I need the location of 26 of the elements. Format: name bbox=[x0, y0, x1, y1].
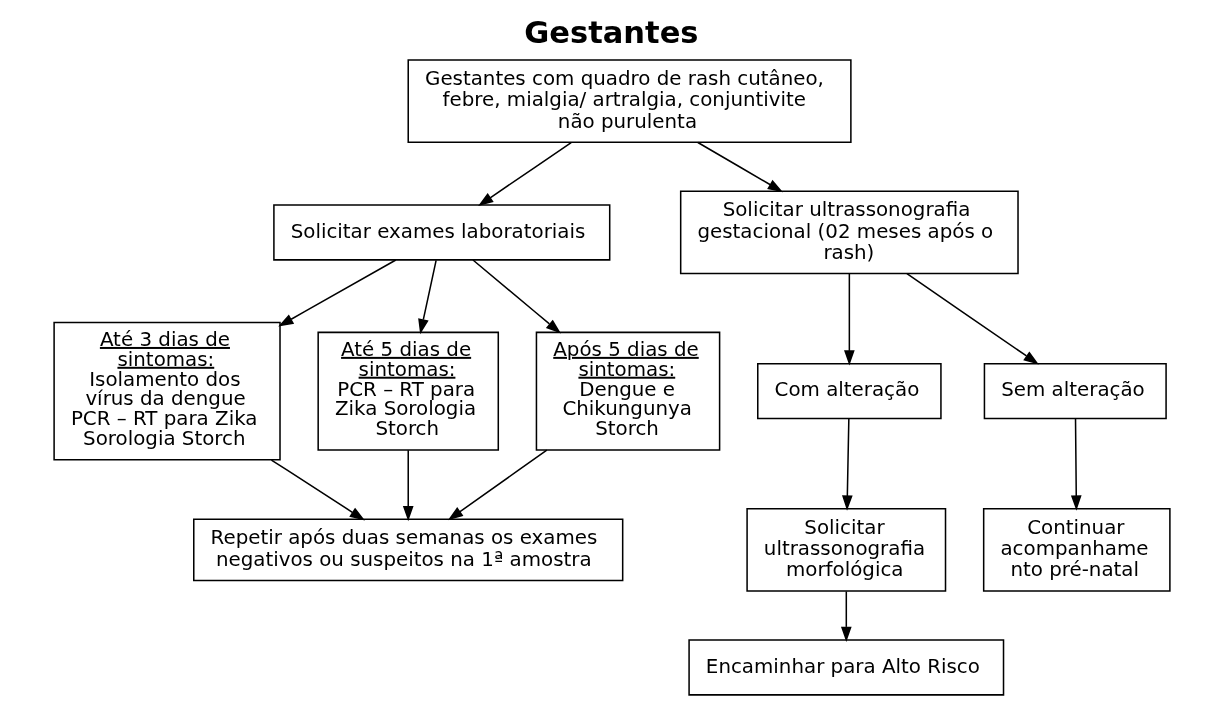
node-box: Até 3 dias de sintomas: Isolamento dos vírus da dengue PCR – RT para Zika Sorologia Storch bbox=[52, 321, 281, 461]
node-box: Sem alteração bbox=[983, 362, 1167, 420]
node-box: Encaminhar para Alto Risco bbox=[687, 639, 1004, 696]
arrow bbox=[471, 259, 561, 334]
arrow bbox=[1070, 418, 1082, 511]
node-box: Gestantes com quadro de rash cutâneo, febre, mialgia/ artralgia, conjuntivite não purulenta bbox=[406, 59, 852, 144]
node-box: Até 5 dias de sintomas: PCR – RT para Zika Sorologia Storch bbox=[316, 331, 499, 451]
arrow bbox=[270, 459, 365, 521]
node-box: Após 5 dias de sintomas: Dengue e Chikungunya Storch bbox=[535, 331, 720, 451]
arrow bbox=[905, 272, 1039, 365]
arrow bbox=[696, 141, 783, 193]
arrow bbox=[477, 141, 572, 207]
node-box: Solicitar ultrassonografia gestacional (02 meses após o rash) bbox=[679, 190, 1019, 275]
arrow bbox=[447, 449, 548, 521]
node-box: Solicitar ultrassonografia morfológica bbox=[745, 507, 946, 592]
arrow bbox=[277, 259, 397, 327]
arrow bbox=[402, 449, 414, 522]
arrow bbox=[417, 259, 437, 335]
arrow bbox=[843, 272, 855, 366]
node-box: Repetir após duas semanas os exames negativos ou suspeitos na 1ª amostra bbox=[192, 518, 623, 582]
diagram-title: Gestantes bbox=[523, 15, 698, 51]
node-box: Continuar acompanhame nto pré-natal bbox=[982, 507, 1171, 592]
arrow bbox=[841, 418, 853, 511]
node-box: Solicitar exames laboratoriais bbox=[272, 204, 610, 261]
node-box: Com alteração bbox=[756, 362, 942, 420]
arrow bbox=[840, 590, 852, 642]
